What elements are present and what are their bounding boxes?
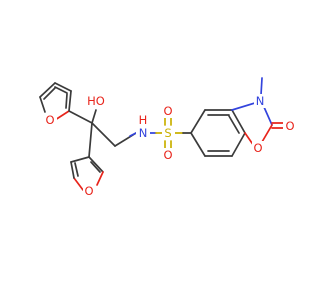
atom-label-carbonyl-oxygen: O [285, 119, 294, 133]
atom-label-sulfonyl-oxygen-top: O [163, 104, 172, 118]
bond-layer [39, 77, 286, 191]
bond-furan2-to-center [68, 110, 93, 124]
bond-benz-c7a-c3a-double [228, 115, 240, 134]
atom-label-ring-oxygen: O [253, 141, 262, 155]
bond-furan2-c3-c4 [54, 82, 72, 92]
bond-furan3-c4-c3 [70, 156, 90, 163]
bond-center-to-furan3 [88, 122, 93, 158]
atom-label-furan2-oxygen: O [45, 113, 54, 127]
bond-furan3-c5-c4-double [74, 162, 79, 177]
molecule-diagram: HO O O H N S O O N O O [39, 77, 296, 198]
bond-n-c2 [263, 106, 273, 126]
atom-label-amide-hydrogen: H [139, 113, 148, 127]
bond-furan2-o-c2 [54, 110, 70, 121]
atom-label-sulfonyl-oxygen-bottom: O [163, 148, 172, 162]
bond-center-to-oh [91, 109, 97, 124]
bond-c3a-n [231, 102, 256, 111]
bond-furan3-c5-c4 [70, 161, 75, 179]
bond-benz-c7a-c7 [231, 132, 246, 157]
atom-label-amide-nitrogen: N [139, 126, 148, 140]
atom-label-ring-nitrogen: N [256, 94, 265, 108]
bond-ch2-to-n-colored [129, 132, 137, 137]
bond-furan2-c4-c5 [39, 82, 56, 98]
bond-furan2-c3-c4-double [54, 86, 68, 94]
bond-furan3-c2-o [96, 171, 104, 186]
atom-label-layer: HO O O H N S O O N O O [44, 93, 296, 198]
bond-furan3-c3-c2 [88, 156, 104, 173]
atom-label-hydroxyl: HO [87, 94, 105, 108]
bond-benz-c6-c5 [190, 132, 206, 157]
bond-furan2-c5-o [39, 96, 46, 113]
bond-furan3-o-c5 [73, 177, 84, 191]
bond-c2-o-ring [261, 124, 273, 143]
bond-furan2-c2-c3 [68, 90, 72, 112]
bond-n-methyl [260, 77, 263, 96]
bond-benz-c5-c4 [190, 109, 206, 134]
atom-label-sulfur: S [164, 126, 171, 140]
bond-center-to-ch2 [91, 122, 116, 147]
bond-furan2-c2-c3-double [65, 93, 68, 109]
bond-furan2-c5-c4-double [43, 87, 56, 100]
atom-label-furan3-oxygen: O [84, 184, 93, 198]
bond-benz-c3a-c7a [231, 109, 246, 134]
bond-furan3-c2-c3-double [90, 161, 101, 173]
